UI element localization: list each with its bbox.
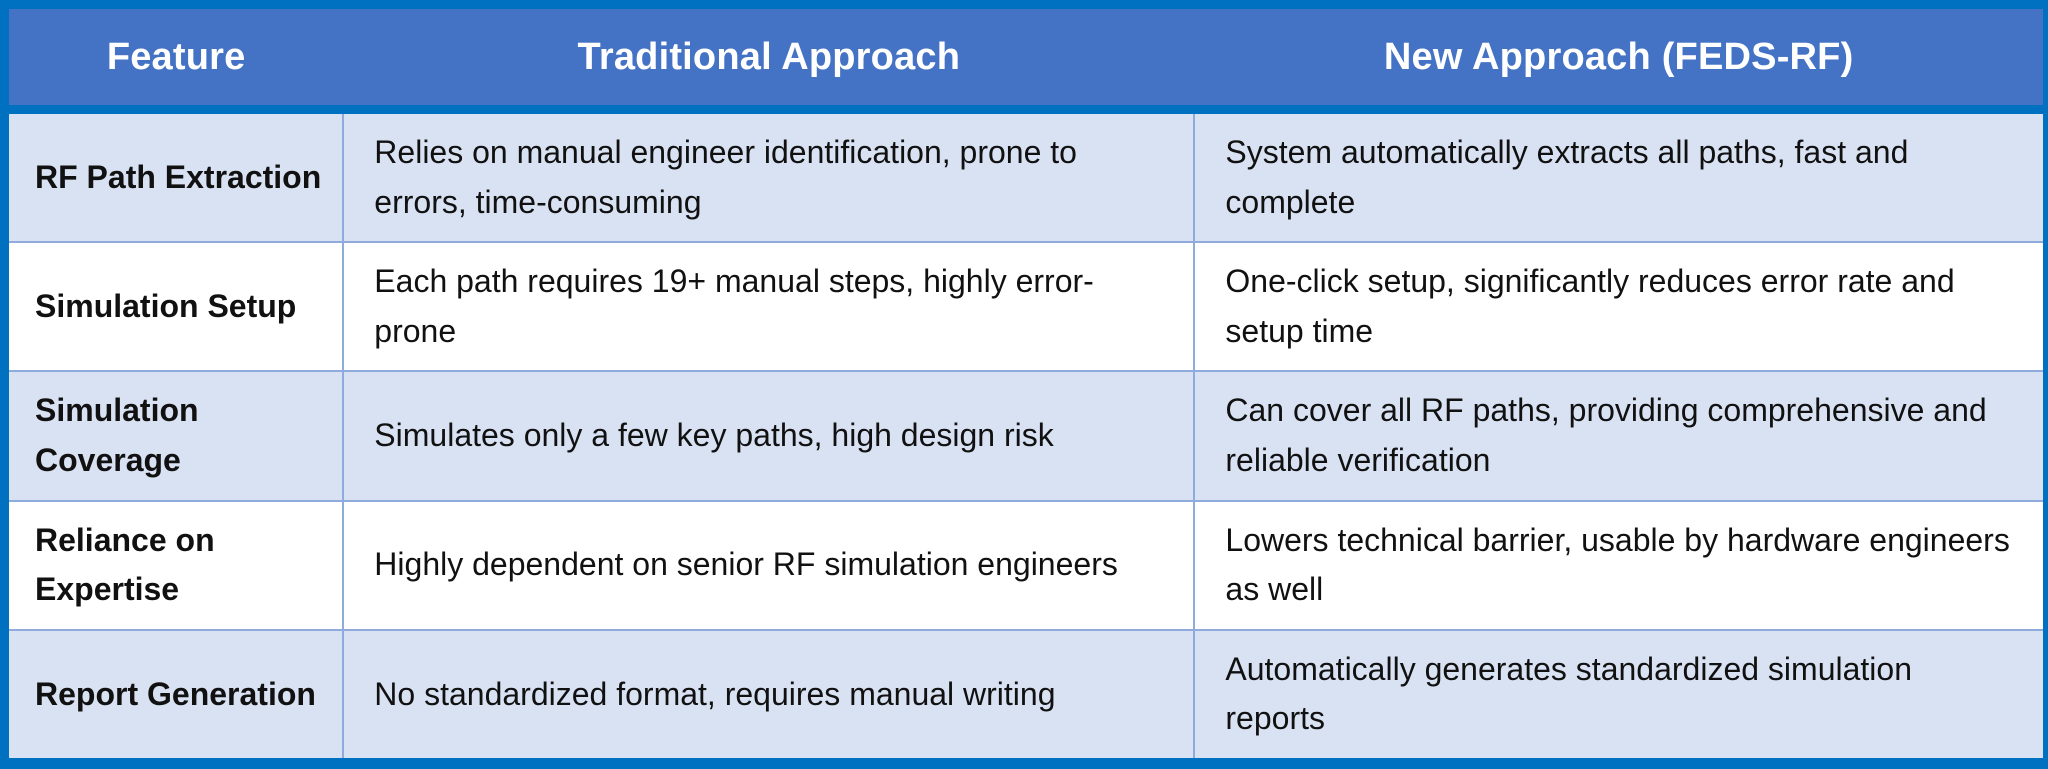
cell-feature: Simulation Setup bbox=[3, 241, 345, 373]
cell-new-approach: Can cover all RF paths, providing compre… bbox=[1193, 370, 2047, 502]
column-header-traditional-approach: Traditional Approach bbox=[343, 4, 1195, 114]
table-row: Report Generation No standardized format… bbox=[3, 628, 2047, 765]
column-header-new-approach: New Approach (FEDS-RF) bbox=[1194, 4, 2046, 114]
cell-traditional: Each path requires 19+ manual steps, hig… bbox=[342, 241, 1196, 373]
cell-traditional: No standardized format, requires manual … bbox=[342, 628, 1196, 765]
table-row: Simulation Coverage Simulates only a few… bbox=[3, 370, 2047, 502]
cell-new-approach: System automatically extracts all paths,… bbox=[1193, 108, 2047, 244]
table-row: RF Path Extraction Relies on manual engi… bbox=[3, 108, 2047, 244]
cell-feature: Report Generation bbox=[3, 628, 345, 765]
cell-feature: Reliance on Expertise bbox=[3, 499, 345, 631]
table-row: Reliance on Expertise Highly dependent o… bbox=[3, 499, 2047, 631]
cell-feature: Simulation Coverage bbox=[3, 370, 345, 502]
cell-feature: RF Path Extraction bbox=[3, 108, 345, 244]
cell-traditional: Highly dependent on senior RF simulation… bbox=[342, 499, 1196, 631]
cell-traditional: Relies on manual engineer identification… bbox=[342, 108, 1196, 244]
cell-new-approach: One-click setup, significantly reduces e… bbox=[1193, 241, 2047, 373]
cell-new-approach: Lowers technical barrier, usable by hard… bbox=[1193, 499, 2047, 631]
cell-traditional: Simulates only a few key paths, high des… bbox=[342, 370, 1196, 502]
table-row: Simulation Setup Each path requires 19+ … bbox=[3, 241, 2047, 373]
column-header-feature: Feature bbox=[4, 4, 344, 114]
cell-new-approach: Automatically generates standardized sim… bbox=[1193, 628, 2047, 765]
table-header-row: Feature Traditional Approach New Approac… bbox=[4, 4, 2046, 114]
